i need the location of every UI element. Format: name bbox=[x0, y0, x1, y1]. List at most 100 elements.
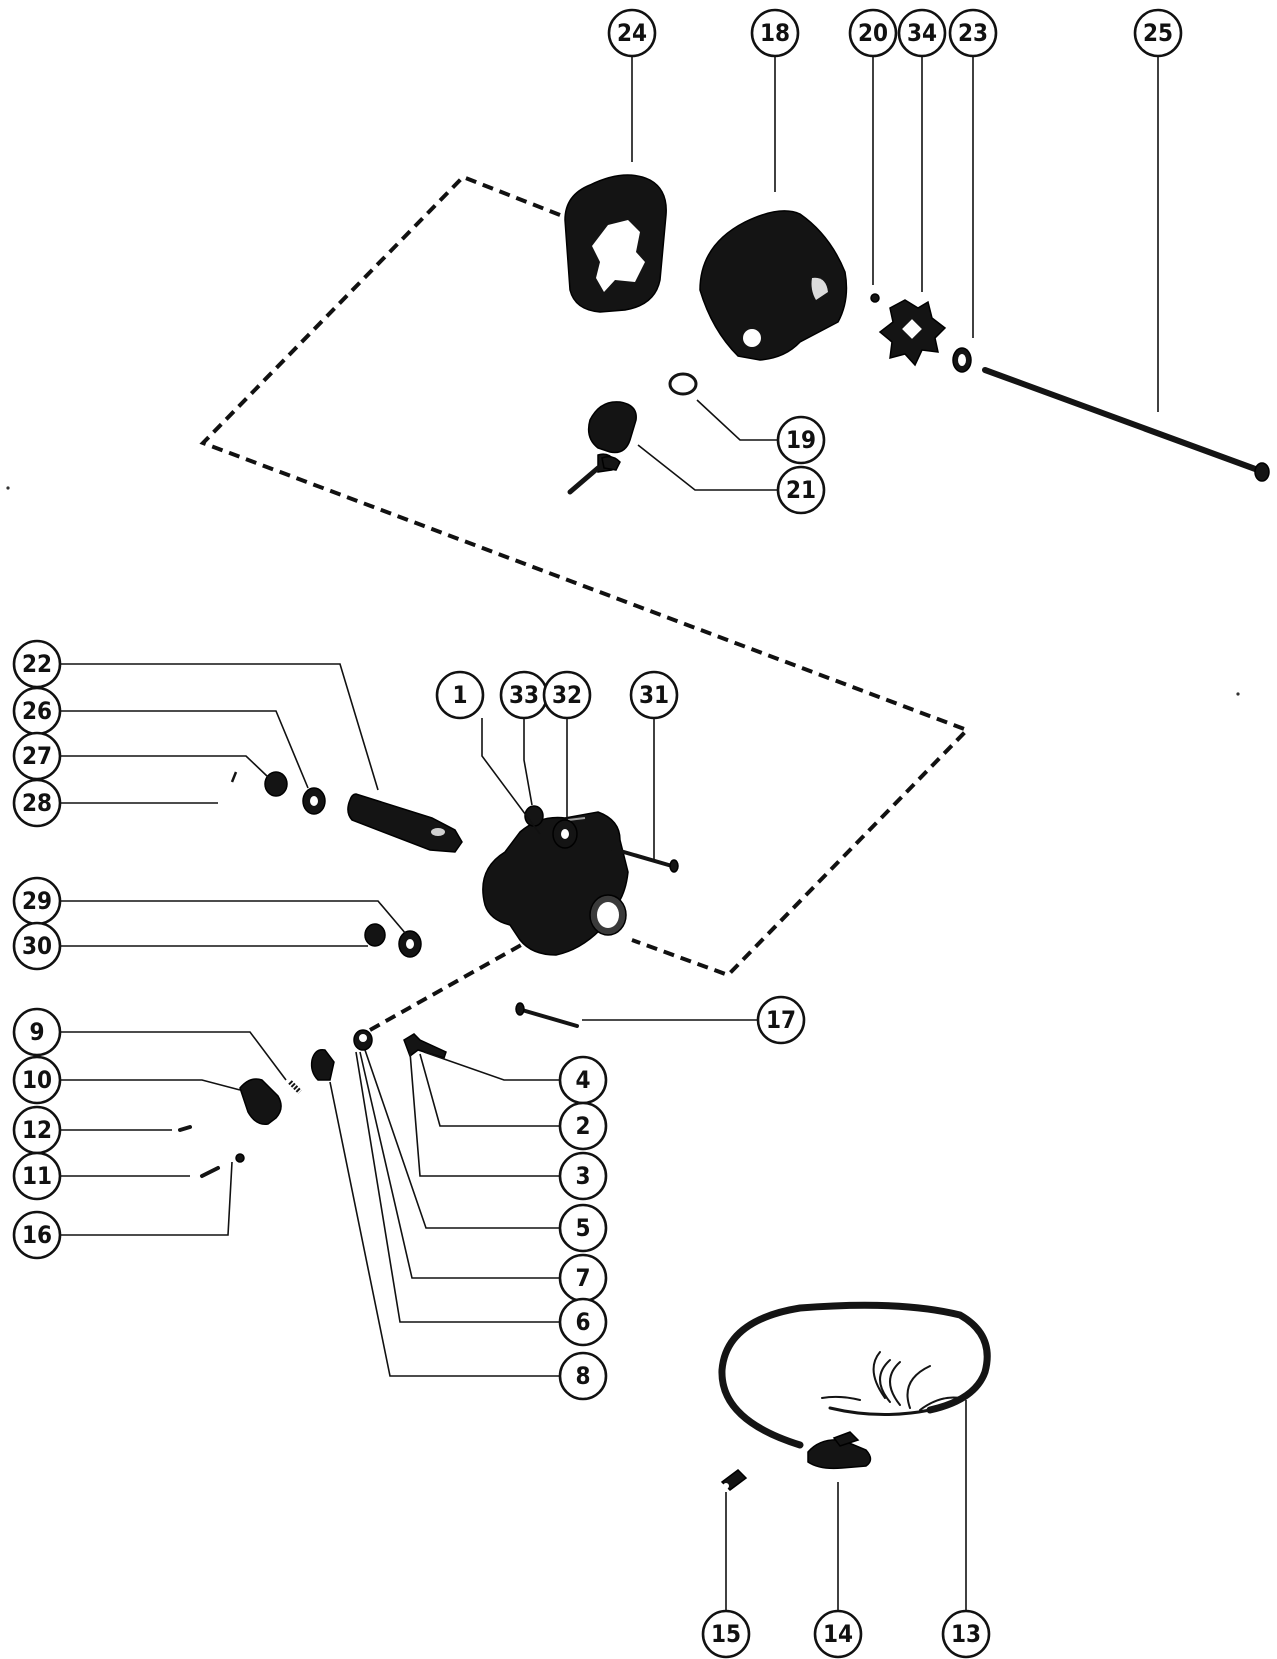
svg-text:10: 10 bbox=[22, 1066, 52, 1094]
callout-10: 10 bbox=[12, 1055, 62, 1105]
shaft-part-22 bbox=[347, 793, 463, 853]
spring-part-9 bbox=[288, 1080, 302, 1094]
callout-24: 24 bbox=[607, 8, 657, 58]
washer-part-26 bbox=[302, 787, 326, 815]
callout-4: 4 bbox=[558, 1055, 608, 1105]
scan-speck bbox=[1236, 692, 1240, 696]
svg-text:28: 28 bbox=[22, 789, 52, 817]
callout-34: 34 bbox=[897, 8, 947, 58]
callout-11: 11 bbox=[12, 1151, 62, 1201]
bolt-part-31 bbox=[608, 846, 679, 873]
callout-22: 22 bbox=[12, 639, 62, 689]
callout-25: 25 bbox=[1133, 8, 1183, 58]
cotter-pin-part-28 bbox=[230, 771, 238, 783]
washer-part-32 bbox=[552, 819, 578, 849]
callout-6: 6 bbox=[558, 1297, 608, 1347]
svg-text:14: 14 bbox=[823, 1620, 853, 1648]
callout-12: 12 bbox=[12, 1105, 62, 1155]
wire-harness-part-13 bbox=[718, 1301, 991, 1449]
screw-part-11 bbox=[200, 1166, 220, 1178]
plug-part-14 bbox=[807, 1431, 872, 1470]
callout-19: 19 bbox=[776, 415, 826, 465]
leader-lines bbox=[60, 56, 1159, 1636]
callout-2: 2 bbox=[558, 1101, 608, 1151]
svg-text:3: 3 bbox=[575, 1162, 590, 1190]
callout-7: 7 bbox=[558, 1253, 608, 1303]
callout-23: 23 bbox=[948, 8, 998, 58]
callout-30: 30 bbox=[12, 921, 62, 971]
callout-28: 28 bbox=[12, 778, 62, 828]
housing-part-1 bbox=[482, 811, 629, 956]
callout-18: 18 bbox=[750, 8, 800, 58]
washer-part-30 bbox=[398, 930, 422, 958]
connector-part-15 bbox=[720, 1469, 748, 1491]
switch-and-key-part-21 bbox=[567, 401, 637, 495]
bolt-part-17 bbox=[515, 1002, 579, 1028]
knob-part-10 bbox=[239, 1078, 282, 1125]
callout-8: 8 bbox=[558, 1351, 608, 1401]
svg-text:21: 21 bbox=[786, 476, 816, 504]
valve-parts-2-3-4 bbox=[403, 1033, 447, 1059]
svg-text:13: 13 bbox=[951, 1620, 981, 1648]
svg-text:2: 2 bbox=[575, 1112, 590, 1140]
svg-text:26: 26 bbox=[22, 697, 52, 725]
svg-text:18: 18 bbox=[760, 19, 790, 47]
gasket-part-24 bbox=[564, 174, 667, 313]
svg-text:31: 31 bbox=[639, 681, 669, 709]
svg-text:5: 5 bbox=[575, 1214, 590, 1242]
callout-17: 17 bbox=[756, 995, 806, 1045]
svg-text:32: 32 bbox=[552, 681, 582, 709]
cover-part-18 bbox=[699, 210, 848, 361]
svg-text:15: 15 bbox=[711, 1620, 741, 1648]
nut-part-33 bbox=[524, 805, 544, 827]
svg-text:24: 24 bbox=[617, 19, 647, 47]
svg-text:23: 23 bbox=[958, 19, 988, 47]
callout-33: 33 bbox=[499, 670, 549, 720]
callout-27: 27 bbox=[12, 731, 62, 781]
callout-29: 29 bbox=[12, 876, 62, 926]
svg-text:4: 4 bbox=[575, 1066, 590, 1094]
nut-part-27 bbox=[264, 771, 288, 797]
callout-26: 26 bbox=[12, 686, 62, 736]
callout-32: 32 bbox=[542, 670, 592, 720]
svg-text:20: 20 bbox=[858, 19, 888, 47]
svg-text:1: 1 bbox=[452, 681, 467, 709]
svg-text:11: 11 bbox=[22, 1162, 52, 1190]
svg-text:17: 17 bbox=[766, 1006, 796, 1034]
svg-text:22: 22 bbox=[22, 650, 52, 678]
svg-text:33: 33 bbox=[509, 681, 539, 709]
svg-text:12: 12 bbox=[22, 1116, 52, 1144]
callout-5: 5 bbox=[558, 1203, 608, 1253]
svg-text:30: 30 bbox=[22, 932, 52, 960]
svg-text:19: 19 bbox=[786, 426, 816, 454]
scan-speck bbox=[6, 486, 10, 490]
svg-text:16: 16 bbox=[22, 1221, 52, 1249]
svg-text:29: 29 bbox=[22, 887, 52, 915]
o-ring-part-19 bbox=[668, 372, 698, 396]
callout-15-bubble: 15 bbox=[701, 1609, 751, 1659]
ball-part-16 bbox=[235, 1153, 245, 1163]
rotor-part-34 bbox=[878, 299, 947, 367]
rod-part-25 bbox=[982, 367, 1270, 482]
cap-part-8 bbox=[310, 1048, 335, 1081]
svg-text:25: 25 bbox=[1143, 19, 1173, 47]
callout-13: 13 bbox=[941, 1609, 991, 1659]
fitting-parts-5-6-7 bbox=[353, 1029, 373, 1051]
screw-part-20 bbox=[870, 293, 880, 303]
svg-text:9: 9 bbox=[29, 1018, 44, 1046]
svg-text:6: 6 bbox=[575, 1308, 590, 1336]
screw-part-12 bbox=[178, 1125, 192, 1132]
assembly-guide-lines bbox=[199, 174, 971, 1032]
callout-16: 16 bbox=[12, 1210, 62, 1260]
svg-text:27: 27 bbox=[22, 742, 52, 770]
callout-14: 14 bbox=[813, 1609, 863, 1659]
callout-31: 31 bbox=[629, 670, 679, 720]
callout-9: 9 bbox=[12, 1007, 62, 1057]
nut-part-29 bbox=[364, 923, 386, 947]
washer-part-23 bbox=[952, 347, 972, 373]
callout-1: 1 bbox=[435, 670, 485, 720]
svg-text:7: 7 bbox=[575, 1264, 590, 1292]
svg-text:34: 34 bbox=[907, 19, 937, 47]
callout-21: 21 bbox=[776, 465, 826, 515]
